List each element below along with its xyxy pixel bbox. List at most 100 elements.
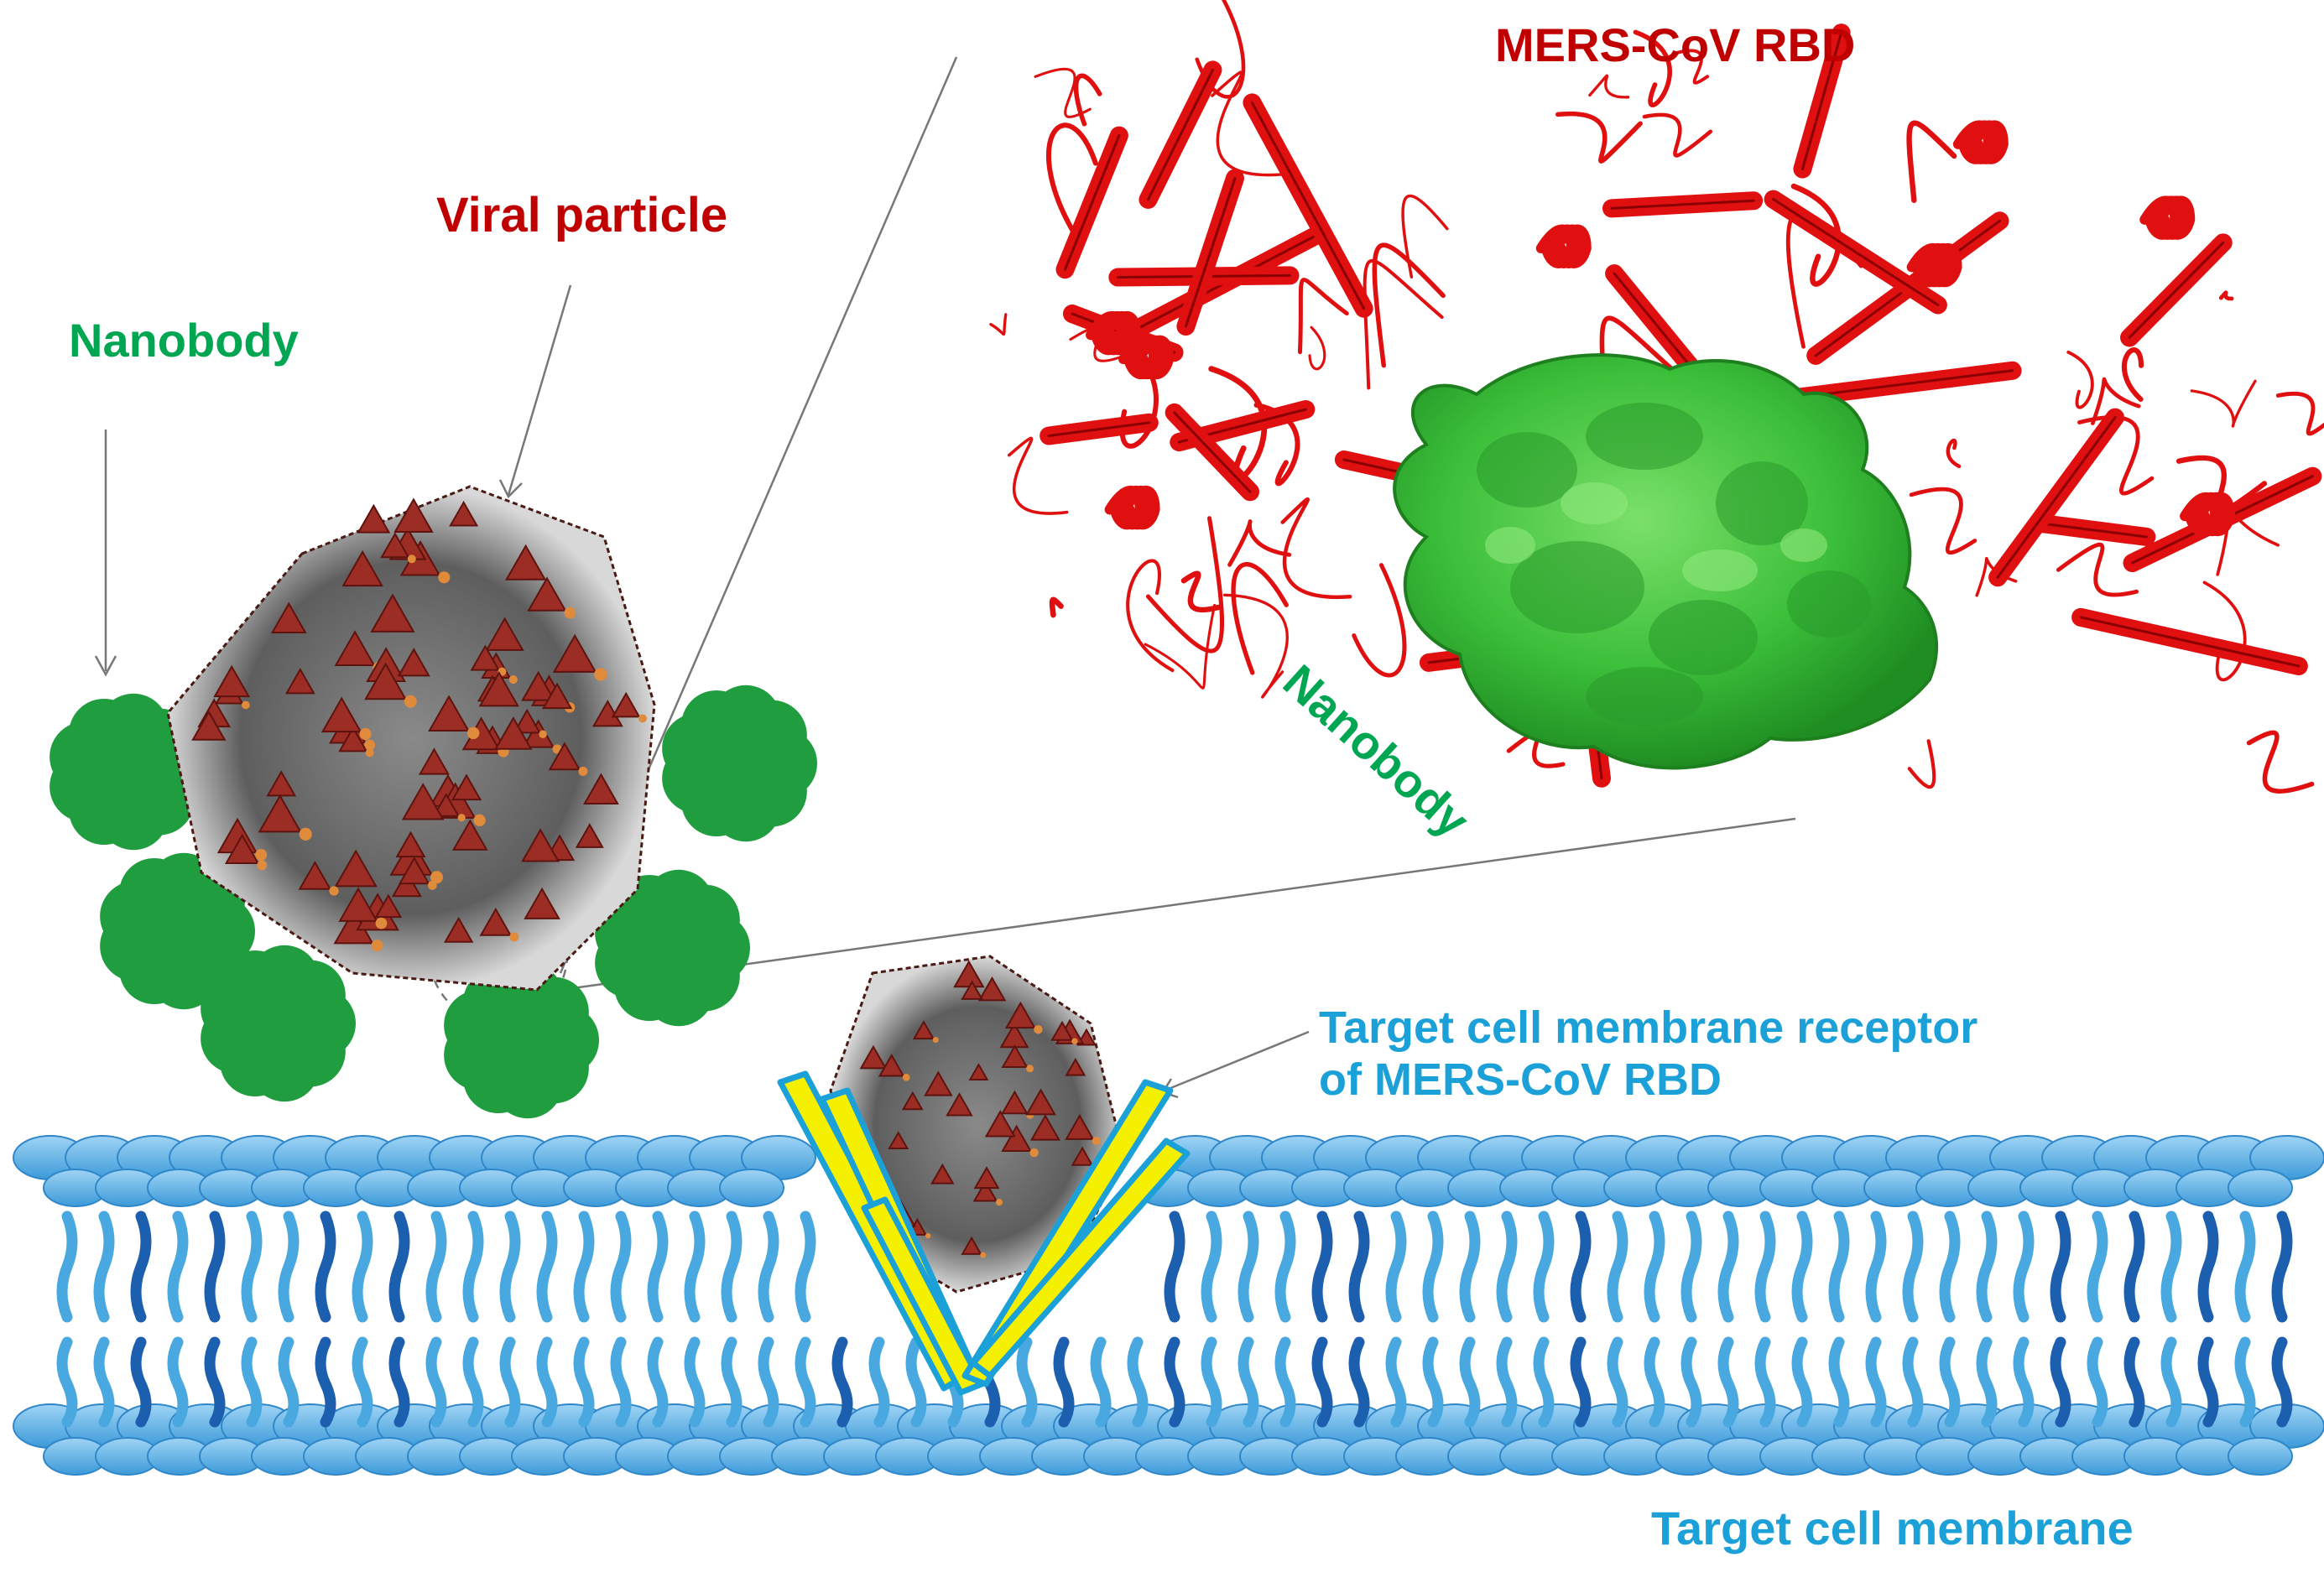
ribbon-loop bbox=[1049, 596, 1064, 618]
ribbon-loop bbox=[1034, 67, 1092, 118]
ribbon-loop bbox=[1073, 73, 1102, 127]
lipid-tail bbox=[1976, 1336, 1998, 1428]
beta-strand-edge bbox=[2128, 241, 2225, 339]
viral-particle-label: Viral particle bbox=[436, 188, 728, 242]
spike-protein bbox=[984, 1110, 1016, 1138]
surface-protein bbox=[509, 932, 519, 942]
nanobody-blob bbox=[595, 869, 750, 1027]
receptor-label-line2: of MERS-CoV RBD bbox=[1319, 1054, 1722, 1106]
surface-protein bbox=[539, 730, 547, 738]
surface-protein bbox=[329, 886, 339, 896]
beta-strand-edge bbox=[1109, 234, 1318, 344]
beta-strand-edge bbox=[1146, 68, 1214, 201]
spike-protein bbox=[930, 1163, 955, 1184]
ribbon-loop bbox=[1588, 74, 1630, 99]
surface-protein bbox=[438, 571, 451, 584]
surface-protein bbox=[364, 739, 376, 751]
nanobody-core bbox=[67, 713, 185, 830]
lipid-tail bbox=[130, 1211, 152, 1323]
spike-protein bbox=[1001, 1090, 1029, 1115]
lipid-tail bbox=[56, 1336, 78, 1428]
lipid-tail bbox=[758, 1211, 779, 1323]
lipid-tail bbox=[315, 1211, 336, 1323]
lipid-tail bbox=[2013, 1211, 2035, 1323]
spike-protein bbox=[961, 1236, 982, 1255]
ribbon-loop bbox=[2218, 290, 2234, 301]
spike-protein bbox=[191, 710, 227, 741]
lipid-tail bbox=[1274, 1336, 1296, 1428]
lipid-tail bbox=[1865, 1336, 1887, 1428]
surface-protein bbox=[242, 700, 250, 710]
beta-strand-edge bbox=[1800, 31, 1843, 171]
ribbon-loop bbox=[2202, 581, 2247, 682]
spike-protein bbox=[541, 682, 573, 710]
lipid-tail bbox=[56, 1211, 78, 1323]
viral-particle-arrowhead bbox=[498, 479, 523, 499]
alpha-helix bbox=[1118, 335, 1175, 379]
spike-protein bbox=[428, 695, 471, 732]
surface-protein bbox=[404, 695, 417, 708]
ribbon-loop bbox=[1007, 436, 1069, 515]
lipid-tail bbox=[868, 1336, 890, 1428]
beta-strand-edge bbox=[2079, 616, 2301, 668]
membrane-receptors bbox=[777, 1070, 1191, 1396]
lipid-tail bbox=[499, 1211, 521, 1323]
lipid-tail bbox=[758, 1336, 779, 1428]
beta-strand-edge bbox=[1250, 101, 1366, 310]
spike-protein bbox=[432, 793, 461, 817]
lipid-tail bbox=[352, 1211, 373, 1323]
spike-protein bbox=[395, 830, 426, 858]
lipid-tail bbox=[278, 1211, 300, 1323]
spike-protein bbox=[270, 601, 307, 633]
nanobody-blob bbox=[100, 852, 255, 1010]
lipid-tail bbox=[167, 1211, 189, 1323]
lipid-tail bbox=[278, 1336, 300, 1428]
lipid-tail bbox=[721, 1336, 743, 1428]
lipid-tail bbox=[1422, 1211, 1444, 1323]
spike-protein bbox=[478, 671, 519, 707]
spike-protein bbox=[334, 849, 378, 888]
spike-protein bbox=[401, 783, 445, 820]
lipid-tail bbox=[1496, 1211, 1518, 1323]
receptor-pointer bbox=[1164, 1030, 1310, 1092]
receptor-right-2 bbox=[970, 1138, 1191, 1379]
lipid-tail bbox=[647, 1211, 669, 1323]
lipid-tail bbox=[1385, 1211, 1407, 1323]
bound-nanobodies bbox=[50, 685, 817, 1119]
lipid-tail bbox=[388, 1211, 410, 1323]
spike-protein bbox=[494, 716, 533, 750]
lipid-head bbox=[2228, 1437, 2293, 1476]
spike-protein bbox=[393, 497, 434, 534]
spike-protein bbox=[575, 823, 604, 848]
lipid-tail bbox=[1422, 1336, 1444, 1428]
spike-protein bbox=[451, 819, 488, 851]
lipid-tail bbox=[1717, 1211, 1739, 1323]
ribbon-loop bbox=[1555, 111, 1643, 164]
surface-protein bbox=[638, 714, 647, 723]
lipid-tail bbox=[1533, 1211, 1555, 1323]
lipid-tail bbox=[315, 1336, 336, 1428]
beta-strand-edge bbox=[2038, 522, 2148, 539]
lipid-tail bbox=[1680, 1336, 1702, 1428]
spike-protein bbox=[380, 532, 410, 559]
spike-protein bbox=[224, 833, 260, 865]
ribbon-loop bbox=[2246, 730, 2315, 794]
surface-protein bbox=[365, 748, 374, 758]
alpha-helix bbox=[1535, 224, 1592, 268]
spike-protein bbox=[968, 1063, 989, 1080]
ribbon-loop bbox=[1642, 112, 1713, 158]
lipid-tail bbox=[2160, 1211, 2182, 1323]
rbd-ribbon-structure bbox=[989, 0, 2324, 794]
spike-protein bbox=[583, 773, 619, 804]
spike-protein bbox=[398, 856, 430, 885]
lipid-tail bbox=[1533, 1336, 1555, 1428]
surface-protein bbox=[995, 1199, 1003, 1206]
lipid-tail bbox=[1348, 1211, 1370, 1323]
surface-protein bbox=[1034, 1025, 1043, 1034]
lipid-tail bbox=[1791, 1211, 1813, 1323]
ribbon-loop bbox=[2056, 542, 2139, 597]
spike-protein bbox=[901, 1091, 924, 1111]
lipid-tail bbox=[2271, 1211, 2293, 1323]
spike-protein bbox=[338, 887, 378, 922]
